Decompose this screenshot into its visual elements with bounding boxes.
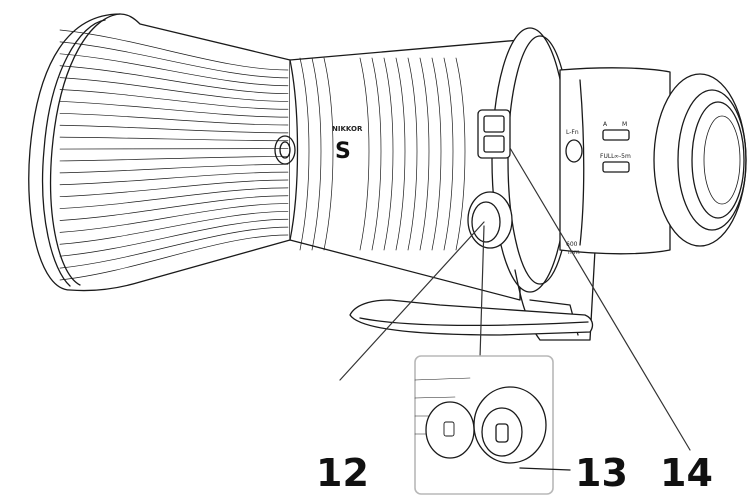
series-label: S: [335, 139, 351, 164]
hood-rib-line: [59, 211, 289, 245]
ring-line: [383, 57, 394, 251]
hood-rib-line: [59, 195, 289, 221]
switch-panel: [477, 109, 630, 173]
switch-m-label: M: [622, 121, 627, 128]
control-rings: [299, 57, 466, 251]
rear-mount: [653, 73, 747, 247]
ring-line: [455, 57, 466, 251]
ring-line: [431, 57, 442, 251]
hood-rib-line: [59, 41, 289, 79]
hood-rib-line: [59, 101, 289, 118]
barrel-buttons: [274, 135, 583, 165]
lens-hood: [28, 13, 291, 292]
hood-rib-line: [59, 29, 289, 71]
focal-unit-label: mm: [568, 249, 580, 256]
hood-rib-line: [59, 171, 289, 186]
hood-rib-line: [59, 187, 289, 209]
ring-line: [407, 57, 418, 251]
leader-lines: [339, 147, 691, 451]
focal-length-label: 600: [566, 241, 578, 248]
callout-13: 13: [575, 451, 628, 495]
hood-rib-line: [59, 203, 289, 233]
hood-rib-line: [59, 156, 289, 162]
lfn-label: L-Fn: [566, 129, 579, 136]
ring-line: [371, 57, 382, 251]
ring-line: [395, 57, 406, 251]
callout-12: 12: [316, 451, 369, 495]
ring-line: [299, 57, 310, 251]
switch-inf-label: ∞-5m: [614, 153, 631, 160]
switch-a-label: A: [603, 121, 608, 128]
callout-14: 14: [660, 451, 713, 495]
hood-ribs: [59, 29, 289, 281]
hood-rib-line: [59, 163, 289, 174]
ring-line: [311, 57, 322, 251]
inset-detail: [414, 355, 571, 495]
hood-rib-line: [59, 53, 289, 87]
ring-line: [419, 57, 430, 251]
ring-line: [359, 57, 370, 251]
ring-line: [323, 57, 334, 251]
hood-rib-line: [59, 65, 289, 94]
rear-barrel: [559, 67, 671, 255]
hood-rib-line: [59, 226, 289, 269]
hood-rib-line: [59, 136, 289, 142]
ring-line: [443, 57, 454, 251]
collar-lock-knob: [467, 191, 513, 249]
hood-rib-line: [59, 124, 289, 134]
hood-rib-line: [59, 179, 289, 198]
switch-full-label: FULL: [600, 153, 615, 160]
hood-rib-line: [59, 234, 289, 281]
hood-rib-line: [59, 77, 289, 102]
hood-rib-line: [59, 112, 289, 126]
hood-rib-line: [59, 89, 289, 110]
brand-label: NIKKOR: [332, 125, 363, 133]
hood-rib-line: [59, 218, 289, 257]
